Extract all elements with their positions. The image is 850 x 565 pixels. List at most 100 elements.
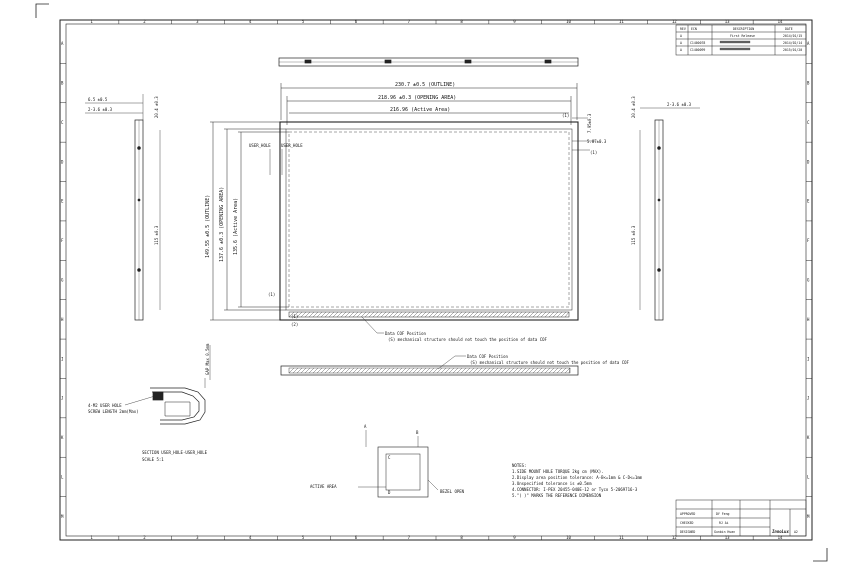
hatch-line (388, 367, 395, 374)
hatch-line (352, 311, 359, 318)
rev-row-1: A (680, 34, 682, 38)
zone-row-label: D (807, 159, 810, 164)
hatch-line (440, 367, 447, 374)
hatch-line (296, 367, 303, 374)
hatch-line (540, 367, 547, 374)
zone-col-label: 6 (355, 535, 358, 540)
top-edge-view (278, 57, 579, 67)
zone-row-label: C (807, 120, 810, 125)
hatch-line (392, 311, 399, 318)
section-label: SECTION USER_HOLE-USER_HOLE (142, 450, 208, 455)
right-dim-1: 20.4 ±0.3 (631, 96, 636, 118)
zone-row-label: G (61, 278, 64, 283)
zone-row-label: J (807, 396, 809, 401)
zone-col-label: 14 (778, 19, 783, 24)
title-block: APPROVED DY Feng CHECKED RJ Ai DESIGNED … (675, 499, 807, 537)
designed-name: Gunbin Huan (714, 530, 735, 534)
hatch-line (504, 367, 511, 374)
hatch-line (316, 367, 323, 374)
rev-row-3: A (680, 48, 682, 52)
hatch-line (548, 311, 555, 318)
note-1: 1.SIDE MOUNT HOLE TORQUE 2kg cm (MAX). (512, 469, 604, 474)
cof-hatch-bottom (288, 367, 571, 374)
hatch-line (324, 311, 331, 318)
hatch-line (444, 367, 451, 374)
hatch-line (528, 367, 535, 374)
user-hole-label-1: USER_HOLE (249, 143, 271, 148)
ref-mark-2: (1) (590, 150, 597, 155)
hatch-line (376, 367, 383, 374)
hatch-line (492, 367, 499, 374)
left-dim-3: 20.4 ±0.3 (154, 96, 159, 118)
hatch-line (316, 311, 323, 318)
outline-width-dim: 230.7 ±0.5 (OUTLINE) (395, 82, 455, 88)
hatch-line (532, 311, 539, 318)
hatch-line (424, 311, 431, 318)
hatch-line (412, 367, 419, 374)
notes-title: NOTES: (512, 463, 526, 468)
hatch-line (376, 311, 383, 318)
hatch-line (380, 367, 387, 374)
opening-width-dim: 218.96 ±0.3 (OPENING AREA) (378, 95, 456, 101)
rev-row-2: A (680, 41, 682, 45)
active-area-label: ACTIVE AREA (310, 484, 337, 489)
gap-max-label: GAP Max 0.5mm (205, 343, 210, 375)
zone-col-label: 1 (90, 19, 93, 24)
panel-front-view (279, 121, 579, 321)
note-5: 5."( )" MARKS THE REFERENCE DIMENSION (512, 493, 602, 498)
zone-col-label: 13 (725, 19, 730, 24)
zone-row-label: M (807, 514, 810, 519)
cof-2-note: (S) mechanical structure should not touc… (470, 360, 630, 365)
zone-col-label: 8 (460, 535, 463, 540)
brand-logo: InnoLux (772, 529, 789, 534)
hatch-line (400, 367, 407, 374)
zone-row-label: C (61, 120, 64, 125)
hatch-line (288, 367, 295, 374)
zone-col-label: 10 (566, 535, 571, 540)
user-hole-markers (269, 149, 283, 175)
rev-desc-row-1: First Release (730, 34, 755, 38)
hatch-line (404, 367, 411, 374)
hatch-line (328, 311, 335, 318)
hatch-line (484, 367, 491, 374)
hatch-line (444, 311, 451, 318)
hatch-line (548, 367, 555, 374)
hatch-line (372, 311, 379, 318)
zone-col-label: 7 (408, 535, 411, 540)
hatch-line (428, 367, 435, 374)
hatch-line (488, 367, 495, 374)
zone-col-label: 12 (672, 19, 677, 24)
hatch-line (372, 367, 379, 374)
opening-height-dim: 137.6 ±0.3 (OPENING AREA) (219, 187, 225, 262)
right-dim-2: 2-3.6 ±0.3 (667, 102, 692, 107)
zone-col-label: 10 (566, 19, 571, 24)
checked-name: RJ Ai (719, 521, 729, 525)
zone-row-label: E (61, 199, 64, 204)
detail-label-b: B (416, 430, 419, 435)
zone-row-label: F (807, 238, 810, 243)
hatch-line (448, 311, 455, 318)
description-header: DESCRIPTION (733, 27, 754, 31)
hatch-line (460, 311, 467, 318)
rev-ecn-row-3: C1400099 (690, 48, 705, 52)
top-right-dim-1: 7.95±0.3 (587, 113, 592, 133)
hatch-line (540, 311, 547, 318)
hatch-line (308, 311, 315, 318)
zone-col-label: 3 (196, 19, 199, 24)
hatch-line (352, 367, 359, 374)
zone-col-label: 9 (513, 535, 516, 540)
zone-col-label: 13 (725, 535, 730, 540)
cof-1-note: (S) mechanical structure should not touc… (388, 337, 548, 342)
m2-hole-label: 4-M2 USER HOLE (88, 403, 122, 408)
hatch-line (544, 311, 551, 318)
hatch-line (388, 311, 395, 318)
height-dimension-lines (210, 121, 289, 321)
approved-label: APPROVED (680, 512, 695, 516)
section-detail (150, 345, 211, 425)
hatch-line (456, 311, 463, 318)
hatch-line (456, 367, 463, 374)
hatch-line (292, 311, 299, 318)
zone-row-label: J (61, 396, 63, 401)
zone-row-label: I (61, 356, 64, 361)
